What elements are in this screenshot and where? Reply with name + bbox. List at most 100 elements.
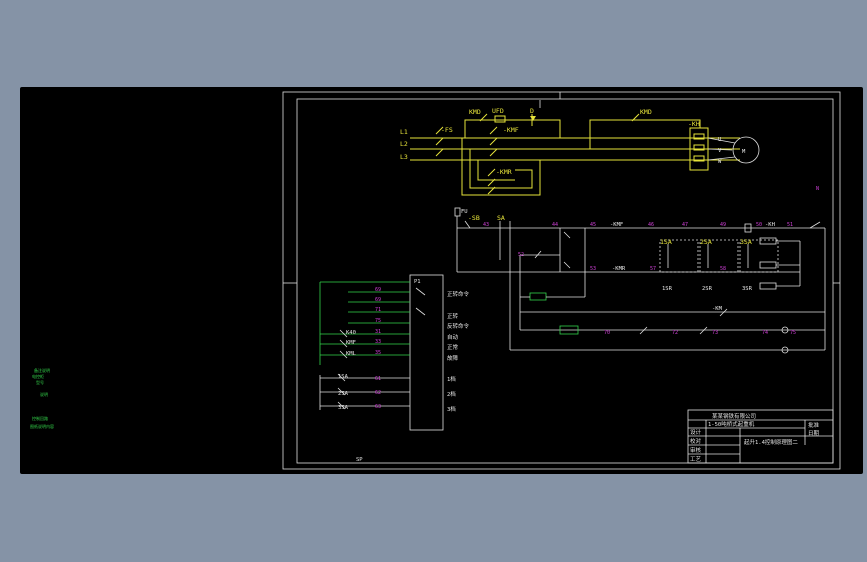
title-project: 1-50吨桥式起重机 [708,420,755,428]
side-note-2: 型号 [36,379,44,385]
plc-input-0: K40 [346,330,356,336]
plc-num-5: 33 [375,339,381,345]
title-cell-3: 工艺 [690,456,702,463]
cad-canvas[interactable] [20,87,863,474]
title-drawing: 起升1.4控制原理图二 [744,438,798,446]
label-2sa: 2SA [700,238,712,246]
plc-wiring [319,274,444,431]
label-ctrl-km: -KM [712,306,723,312]
title-block: 某某钢铁有限公司 1-50吨桥式起重机 起升1.4控制原理图二 设计 校对 审核… [687,409,834,464]
plc-num-6: 35 [375,350,381,356]
plc-input-2: KML [346,351,357,357]
plc-desc-3: 反转命令 [447,322,470,330]
plc-module [409,274,444,431]
label-ctrl-kmr: -KMR [612,266,626,272]
node-43: 43 [483,222,489,228]
plc-num-3: 75 [375,318,381,324]
node-70: 70 [604,330,610,336]
plc-desc-0: 正转命令 [447,290,470,298]
node-53: 53 [590,266,596,272]
plc-num-4: 31 [375,329,381,335]
node-49: 49 [720,222,726,228]
node-58: 58 [720,266,726,272]
plc-bottom-label: SP [356,457,363,463]
node-47: 47 [682,222,688,228]
label-kmr: -KMR [496,168,512,176]
label-sb: -SB [468,214,480,222]
plc-desc-5: 正常 [447,343,459,351]
plc-num-2: 71 [375,307,381,313]
label-l2: L2 [400,140,408,148]
label-motor: M [742,149,746,155]
plc-desc-4: 自动 [447,333,459,341]
outer-frame [282,91,841,470]
node-57: 57 [650,266,656,272]
plc-sa-desc-1: 2档 [447,390,456,398]
title-cell-1: 校对 [690,437,702,445]
title-cell-4: 批准 [808,421,820,429]
side-notes: 备注说明 电控柜 型号 说明 控制回路 图纸说明内容 [30,367,54,429]
node-75: 75 [790,330,796,336]
side-note-0: 备注说明 [34,367,50,373]
label-l1: L1 [400,128,408,136]
plc-sa-desc-2: 3档 [447,405,456,413]
node-52: 52 [518,252,524,258]
label-u: U [718,137,721,143]
title-cell-5: 日期 [808,430,820,437]
label-3sr: 3SR [742,286,753,292]
label-w: W [718,159,722,165]
label-ufd: UFD [492,107,504,115]
plc-top-label: P1 [414,279,421,285]
label-fu: FU [461,209,468,215]
plc-sa-0: 1SA [338,374,349,380]
node-45: 45 [590,222,596,228]
title-cell-0: 设计 [690,428,702,436]
title-cell-2: 审核 [690,446,702,454]
side-note-3: 说明 [40,391,48,397]
side-note-5: 图纸说明内容 [30,423,54,429]
node-51: 51 [787,222,793,228]
node-73: 73 [712,330,718,336]
plc-sa-2: 3SA [338,405,349,411]
side-note-1: 电控柜 [32,373,44,379]
plc-sa-num-2: 63 [375,404,381,410]
motor-symbol [732,136,760,164]
label-sa: SA [497,214,505,222]
node-74: 74 [762,330,768,336]
side-note-4: 控制回路 [32,415,48,421]
label-ctrl-kmf: -KMF [610,222,623,228]
plc-num-0: 69 [375,287,381,293]
power-circuit [410,100,760,196]
label-kmf: -KMF [503,126,519,134]
label-v: V [718,148,722,154]
label-2sr: 2SR [702,286,713,292]
plc-sa-num-0: 61 [375,376,381,382]
label-kmd-right: KMD [640,108,652,116]
plc-sa-num-1: 62 [375,390,381,396]
node-50: 50 [756,222,762,228]
label-1sr: 1SR [662,286,673,292]
control-circuit [454,207,826,354]
label-1sa: 1SA [660,238,672,246]
plc-input-1: KMF [346,340,356,346]
plc-desc-2: 正转 [447,312,459,320]
inner-frame [296,98,834,464]
label-ctrl-kh: -KH [765,222,775,228]
label-kh: -KH [688,120,700,128]
label-fs: -FS [441,126,453,134]
plc-num-1: 69 [375,297,381,303]
label-l3: L3 [400,153,408,161]
svg-text:N: N [816,186,819,192]
plc-sa-1: 2SA [338,391,349,397]
plc-desc-6: 故障 [447,354,459,362]
label-kmd-left: KMD [469,108,481,116]
label-3sa: 3SA [740,238,752,246]
plc-sa-desc-0: 1档 [447,375,456,383]
label-d: D [530,107,534,115]
node-72: 72 [672,330,678,336]
plc-labels: P1 69 69 71 75 31 33 35 正转命令 正转 反转命令 自动 … [338,279,470,463]
node-46: 46 [648,222,654,228]
title-company: 某某钢铁有限公司 [712,412,756,420]
